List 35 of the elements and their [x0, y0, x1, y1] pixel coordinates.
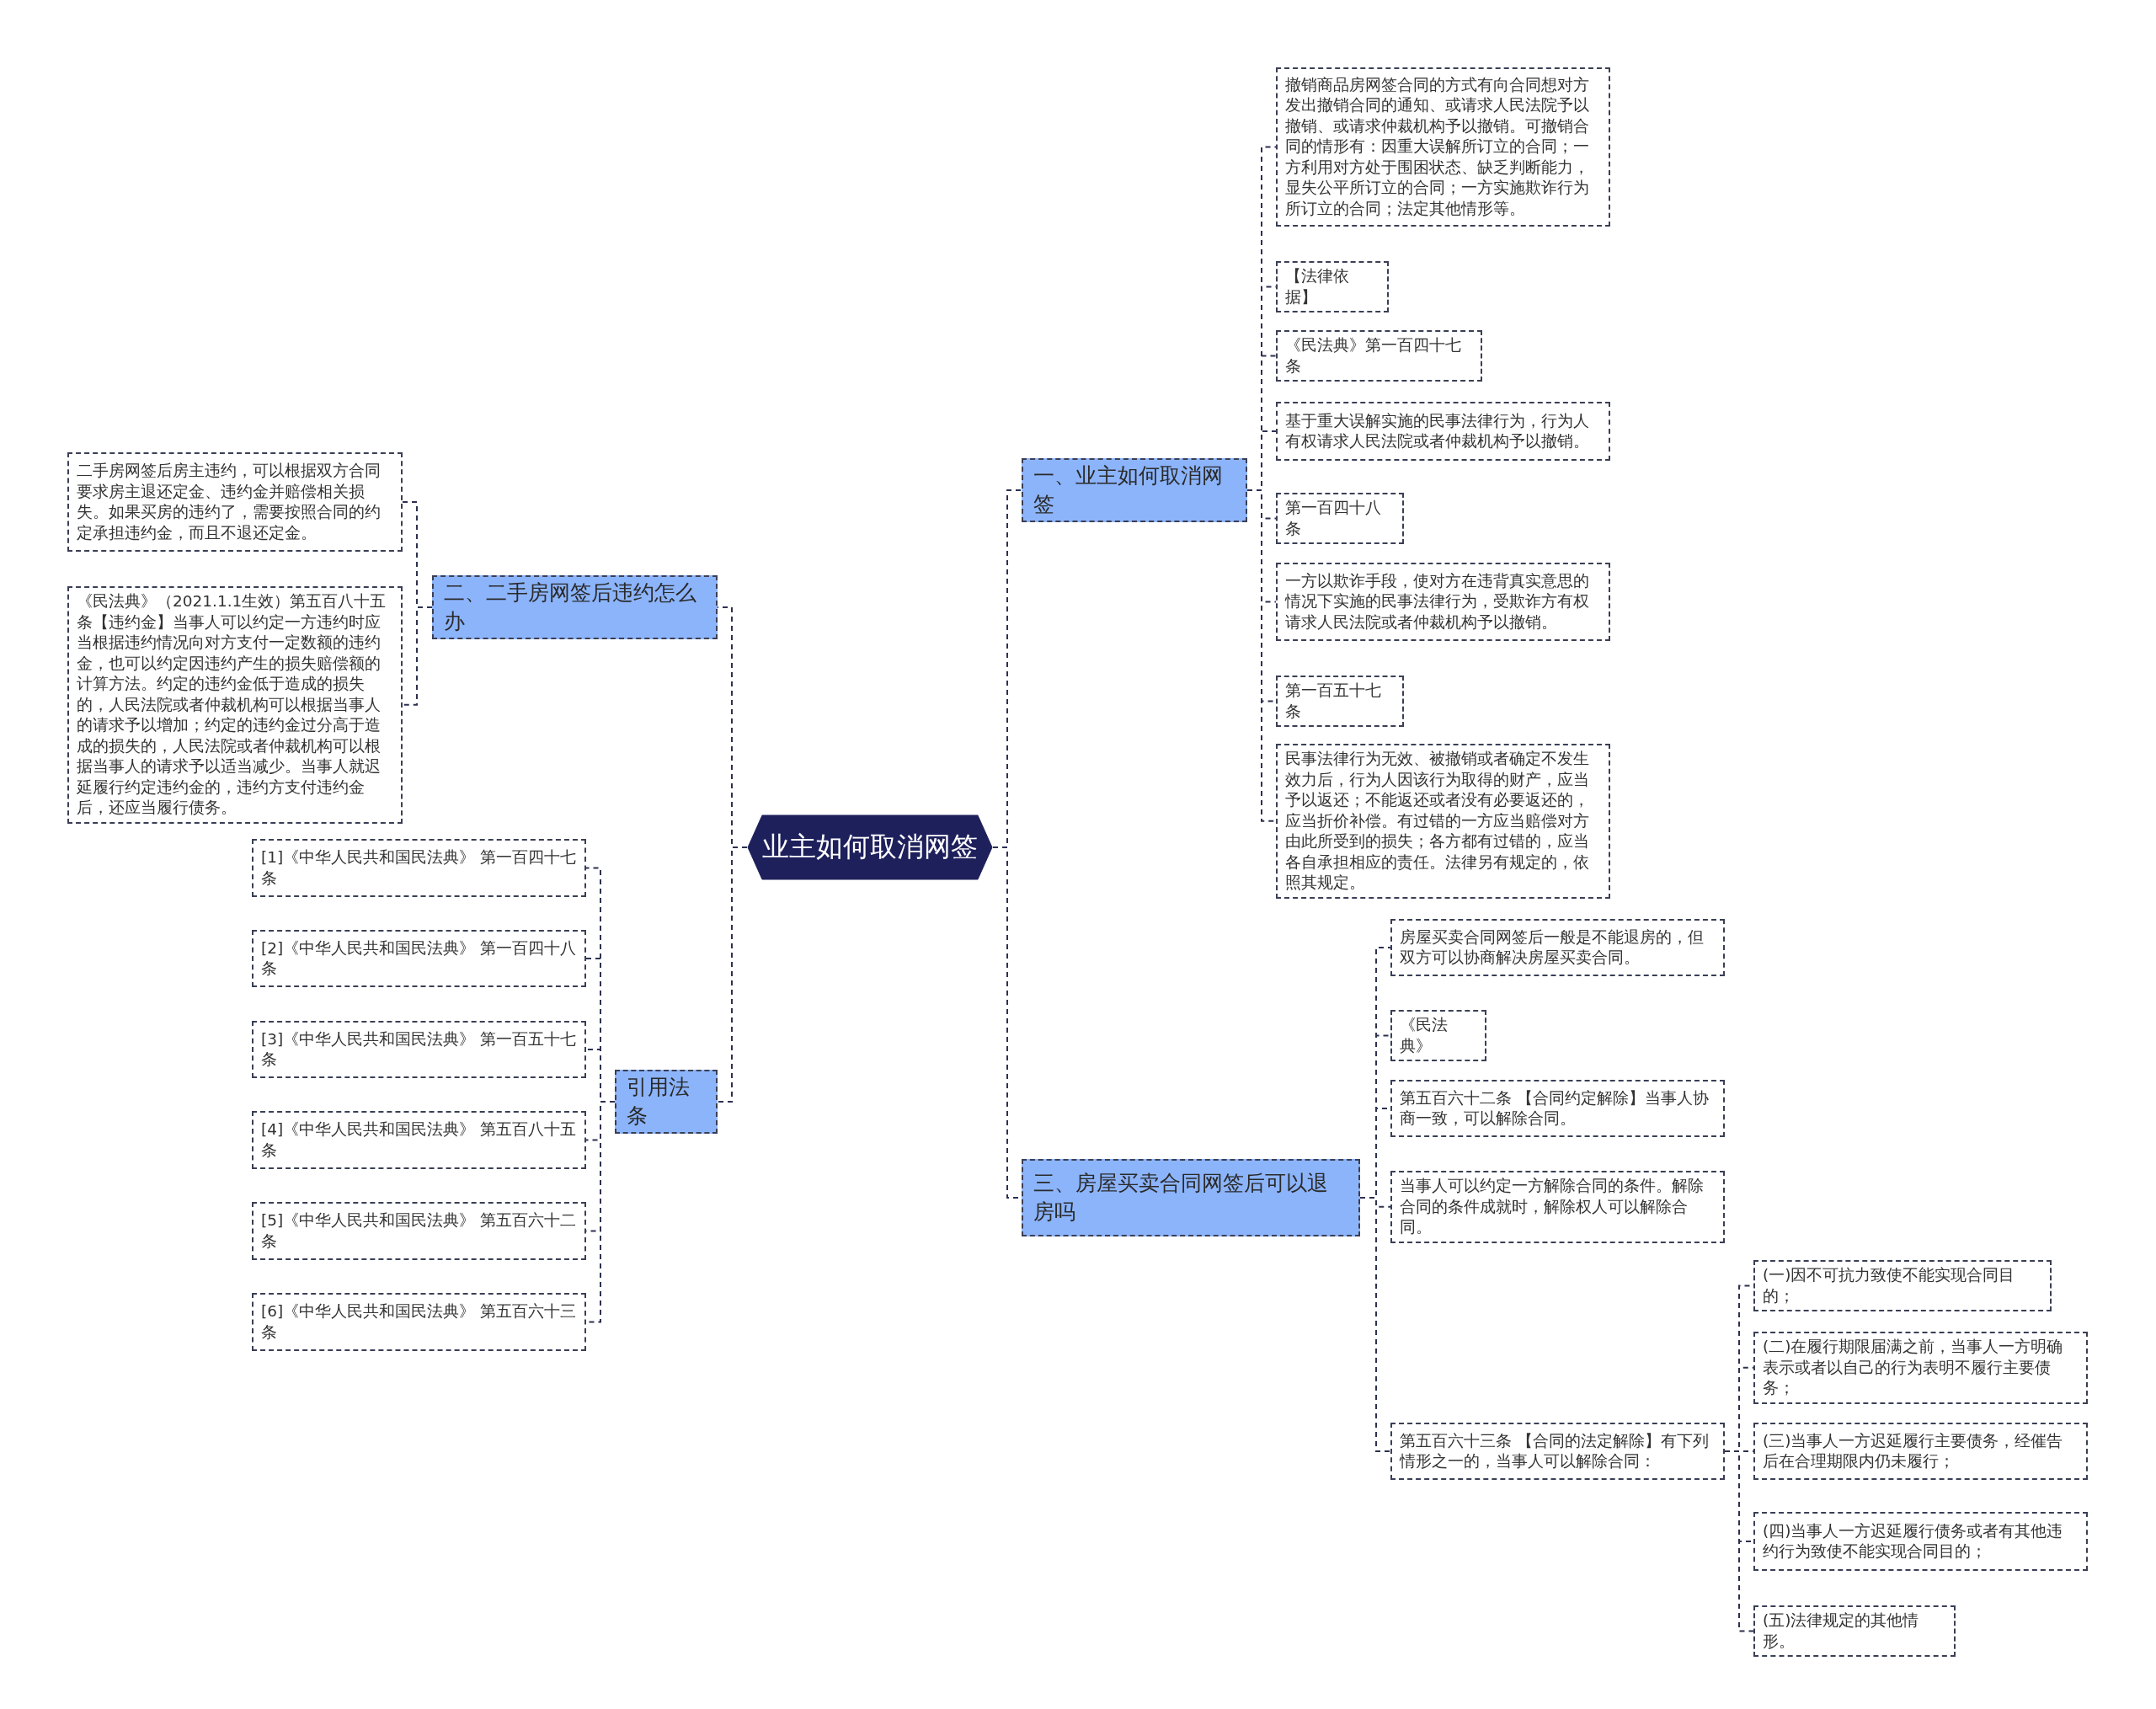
text-box: 第一百四十八条 — [1276, 493, 1404, 544]
text-box: 第五百六十二条 【合同约定解除】当事人协商一致，可以解除合同。 — [1390, 1080, 1725, 1137]
text-box: [1]《中华人民共和国民法典》 第一百四十七条 — [252, 839, 586, 897]
connector-line — [717, 846, 748, 1103]
text-box: 房屋买卖合同网签后一般是不能退房的，但双方可以协商解决房屋买卖合同。 — [1390, 919, 1725, 976]
connector-line — [1724, 1450, 1754, 1632]
text-box: 撤销商品房网签合同的方式有向合同想对方发出撤销合同的通知、或请求人民法院予以撤销、或请求仲裁机构予以撤销。可撤销合同的情形有：因重大误解所订立的合同；一方利用对方处于围困状态、缺乏判断能力，显失公平所订立的合同；一方实施欺诈行为所订立的合同；法定其他情形等。 — [1276, 67, 1610, 227]
branch-topic: 三、房屋买卖合同网签后可以退房吗 — [1022, 1159, 1360, 1236]
text-box: (四)当事人一方迟延履行债务或者有其他违约行为致使不能实现合同目的； — [1753, 1512, 2088, 1571]
text-box: 一方以欺诈手段，使对方在违背真实意思的情况下实施的民事法律行为，受欺诈方有权请求人民法院或者仲裁机构予以撤销。 — [1276, 563, 1610, 641]
text-box: [2]《中华人民共和国民法典》 第一百四十八条 — [252, 930, 586, 987]
text-box: 《民法典》第一百四十七条 — [1276, 330, 1482, 382]
connector-line — [1359, 1197, 1391, 1452]
text-box: 民事法律行为无效、被撤销或者确定不发生效力后，行为人因该行为取得的财产，应当予以返还；不能返还或者没有必要返还的，应当折价补偿。有过错的一方应当赔偿对方由此所受到的损失；各方都有过错的，应当各自承担相应的责任。法律另有规定的，依照其规定。 — [1276, 744, 1610, 899]
text-box: 当事人可以约定一方解除合同的条件。解除合同的条件成就时，解除权人可以解除合同。 — [1390, 1171, 1725, 1243]
text-box: 二手房网签后房主违约，可以根据双方合同要求房主退还定金、违约金并赔偿相关损失。如果买房的违约了，需要按照合同的约定承担违约金，而且不退还定金。 — [67, 452, 403, 552]
text-box: (五)法律规定的其他情形。 — [1753, 1605, 1956, 1657]
text-box: 基于重大误解实施的民事法律行为，行为人有权请求人民法院或者仲裁机构予以撤销。 — [1276, 402, 1610, 461]
root-topic: 业主如何取消网签 — [747, 814, 993, 880]
text-box: 第一百五十七条 — [1276, 676, 1404, 727]
branch-topic: 引用法条 — [615, 1070, 718, 1134]
branch-topic: 一、业主如何取消网签 — [1022, 458, 1247, 522]
connector-line — [402, 606, 433, 706]
text-box: (一)因不可抗力致使不能实现合同目的； — [1753, 1260, 2052, 1311]
text-box: 【法律依据】 — [1276, 261, 1389, 312]
text-box: (二)在履行期限届满之前，当事人一方明确表示或者以自己的行为表明不履行主要债务； — [1753, 1332, 2088, 1404]
branch-topic: 二、二手房网签后违约怎么办 — [432, 575, 718, 639]
text-box: 《民法典》 — [1390, 1010, 1486, 1061]
text-box: 第五百六十三条 【合同的法定解除】有下列情形之一的，当事人可以解除合同： — [1390, 1423, 1725, 1480]
text-box: 《民法典》（2021.1.1生效）第五百八十五条【违约金】当事人可以约定一方违约时应当根据违约情况向对方支付一定数额的违约金，也可以约定因违约产生的损失赔偿额的计算方法。约定的违约金低于造成的损失的，人民法院或者仲裁机构可以根据当事人的请求予以增加；约定的违约金过分高于造成的损失的，人民法院或者仲裁机构可以根据当事人的请求予以适当减少。当事人就迟延履行约定违约金的，违约方支付违约金后，还应当履行债务。 — [67, 586, 403, 824]
text-box: [3]《中华人民共和国民法典》 第一百五十七条 — [252, 1021, 586, 1078]
text-box: [4]《中华人民共和国民法典》 第五百八十五条 — [252, 1111, 586, 1169]
text-box: [6]《中华人民共和国民法典》 第五百六十三条 — [252, 1293, 586, 1351]
text-box: [5]《中华人民共和国民法典》 第五百六十二条 — [252, 1202, 586, 1260]
text-box: (三)当事人一方迟延履行主要债务，经催告后在合理期限内仍未履行； — [1753, 1423, 2088, 1480]
